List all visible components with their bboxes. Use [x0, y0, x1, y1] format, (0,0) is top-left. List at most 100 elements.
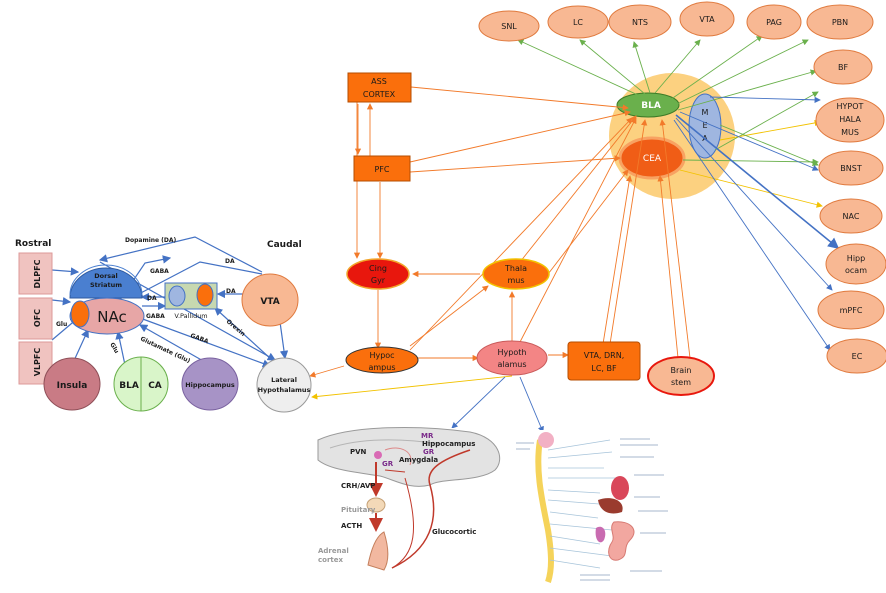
- ans-panel: [510, 430, 672, 582]
- node-vta-drn-line1: VTA, DRN,: [584, 351, 625, 360]
- node-bla-ca[interactable]: BLA CA: [113, 356, 169, 412]
- node-brain-stem-line1: Brain: [671, 366, 692, 375]
- node-brain-stem[interactable]: Brain stem: [647, 356, 715, 396]
- target-nac-label: NAC: [843, 212, 860, 221]
- heart-shape: [611, 476, 629, 500]
- node-hippocampus-left[interactable]: Hippocampus: [181, 357, 239, 411]
- right-targets: SNL LC NTS VTA PAG PBN BF HYPOT H: [478, 1, 886, 374]
- edge-cea-nac: [679, 169, 823, 208]
- target-mpfc[interactable]: mPFC: [817, 290, 885, 330]
- target-nac[interactable]: NAC: [819, 198, 883, 234]
- edge-label-gaba-low: GABA: [189, 332, 209, 345]
- node-hypothalamus[interactable]: Hypoth alamus: [476, 340, 548, 376]
- box-dlpfc-label: DLPFC: [33, 259, 42, 288]
- amygdala-bla-node[interactable]: [616, 92, 680, 118]
- node-insula[interactable]: Insula: [43, 357, 101, 411]
- node-ass-cortex-line1: ASS: [371, 77, 387, 86]
- edge-bla-nac: [115, 330, 126, 366]
- edge-bla-lc: [579, 39, 646, 95]
- hpa-label-crh: CRH/AVP: [341, 482, 375, 490]
- amygdala-output-edges: [517, 35, 840, 351]
- target-hippocampus[interactable]: Hipp ocam: [825, 243, 886, 285]
- edge-label-orexin: Orexin: [225, 318, 247, 338]
- node-cing-gyr-line1: Cing: [369, 264, 387, 273]
- target-hippocampus-line2: ocam: [845, 266, 867, 275]
- hpa-limbic-curve: [384, 447, 412, 466]
- node-insula-label: Insula: [57, 381, 88, 391]
- target-nts[interactable]: NTS: [608, 4, 672, 40]
- target-pag[interactable]: PAG: [746, 4, 802, 40]
- brain-fold: [329, 439, 441, 449]
- liver-shape: [598, 498, 623, 514]
- dorsal-striatum-line2: Striatum: [90, 281, 122, 289]
- edge-brainstem-cea: [657, 175, 679, 359]
- node-cing-gyr[interactable]: Cing Gyr: [346, 258, 410, 290]
- edge-dlpfc-striatum: [51, 267, 80, 276]
- edge-thalamus-bla: [519, 115, 637, 263]
- edge-bla-bf: [677, 69, 817, 111]
- node-thalamus[interactable]: Thala mus: [482, 258, 550, 290]
- mea-letter-m: M: [702, 108, 709, 117]
- node-vta-left-label: VTA: [260, 297, 279, 307]
- edge-brainstem-bla: [659, 119, 691, 359]
- target-bf[interactable]: BF: [813, 49, 873, 85]
- node-ass-cortex-line2: CORTEX: [363, 90, 396, 99]
- target-vta[interactable]: VTA: [679, 1, 735, 37]
- edge-label-da-top: DA: [225, 258, 235, 265]
- node-hippocampus[interactable]: Hypoc ampus: [345, 346, 419, 374]
- hpa-label-adrenal-line1: Adrenal: [318, 547, 349, 555]
- mea-letter-e: E: [702, 121, 707, 130]
- target-pag-label: PAG: [766, 18, 782, 27]
- label-rostral: Rostral: [15, 239, 51, 249]
- target-hypothalamus[interactable]: HYPOT HALA MUS: [815, 97, 885, 143]
- edge-label-gaba-top: GABA: [150, 268, 169, 275]
- intestine-shape: [608, 521, 635, 561]
- center-nodes: ASS CORTEX PFC Cing Gyr Thala mus Hypoc …: [345, 72, 715, 396]
- hpa-label-mr: MR: [421, 432, 434, 440]
- node-vta-drn[interactable]: VTA, DRN, LC, BF: [567, 341, 641, 381]
- node-nac[interactable]: NAc: [69, 297, 145, 335]
- node-v-pallidum-label: V.Pallidum: [174, 312, 207, 320]
- edge-hypothalamus-bla: [519, 117, 637, 343]
- edge-label-gaba-vp: GABA: [146, 313, 165, 320]
- target-lc[interactable]: LC: [547, 5, 609, 39]
- edge-bla-mpfc: [675, 117, 833, 291]
- glucocorticoid-feedback-2: [391, 477, 415, 569]
- node-bla-left-label: BLA: [119, 381, 139, 391]
- target-ec[interactable]: EC: [826, 338, 886, 374]
- node-dorsal-striatum[interactable]: Dorsal Striatum: [69, 264, 143, 299]
- pfc-boxes: DLPFC OFC VLPFC: [18, 252, 53, 385]
- node-ca-label: CA: [148, 381, 162, 391]
- box-ofc[interactable]: [18, 297, 53, 340]
- hpa-axis-illustration: PVN MR Hippocampus GR GR Amygdala CRH/AV…: [317, 426, 501, 588]
- node-cing-gyr-line2: Gyr: [371, 276, 386, 285]
- edge-nac-lh-gaba: [139, 317, 272, 368]
- hpa-label-pvn: PVN: [350, 448, 367, 456]
- node-lateral-hypothalamus[interactable]: Lateral Hypothalamus: [256, 357, 312, 413]
- node-v-pallidum[interactable]: V.Pallidum: [164, 282, 218, 320]
- target-nts-label: NTS: [632, 18, 648, 27]
- edge-hypothalamus-ans: [519, 376, 544, 433]
- hpa-label-hippocampus: Hippocampus: [422, 440, 475, 448]
- node-nac-label: NAc: [97, 308, 126, 326]
- box-dlpfc[interactable]: [18, 252, 53, 295]
- edge-hippocampus-bla: [409, 117, 633, 351]
- target-bnst[interactable]: BNST: [818, 150, 884, 186]
- edge-label-da-vp: DA: [226, 288, 236, 295]
- lateral-hypothalamus-line1: Lateral: [271, 376, 297, 384]
- node-hippocampus-left-label: Hippocampus: [185, 381, 235, 389]
- pituitary-shape: [366, 497, 386, 513]
- target-snl[interactable]: SNL: [478, 10, 540, 42]
- amygdala-path: [384, 469, 406, 473]
- pvn-dot: [374, 451, 382, 459]
- node-ass-cortex[interactable]: ASS CORTEX: [347, 72, 412, 103]
- node-vta-left[interactable]: VTA: [241, 273, 299, 327]
- edge-label-da-nac: DA: [147, 295, 157, 302]
- target-pbn[interactable]: PBN: [806, 4, 874, 40]
- edge-bla-bnst: [679, 111, 819, 171]
- node-hippocampus-line1: Hypoc: [369, 351, 394, 360]
- node-hippocampus-line2: ampus: [368, 363, 395, 372]
- target-mpfc-label: mPFC: [840, 306, 863, 315]
- node-pfc[interactable]: PFC: [353, 155, 411, 182]
